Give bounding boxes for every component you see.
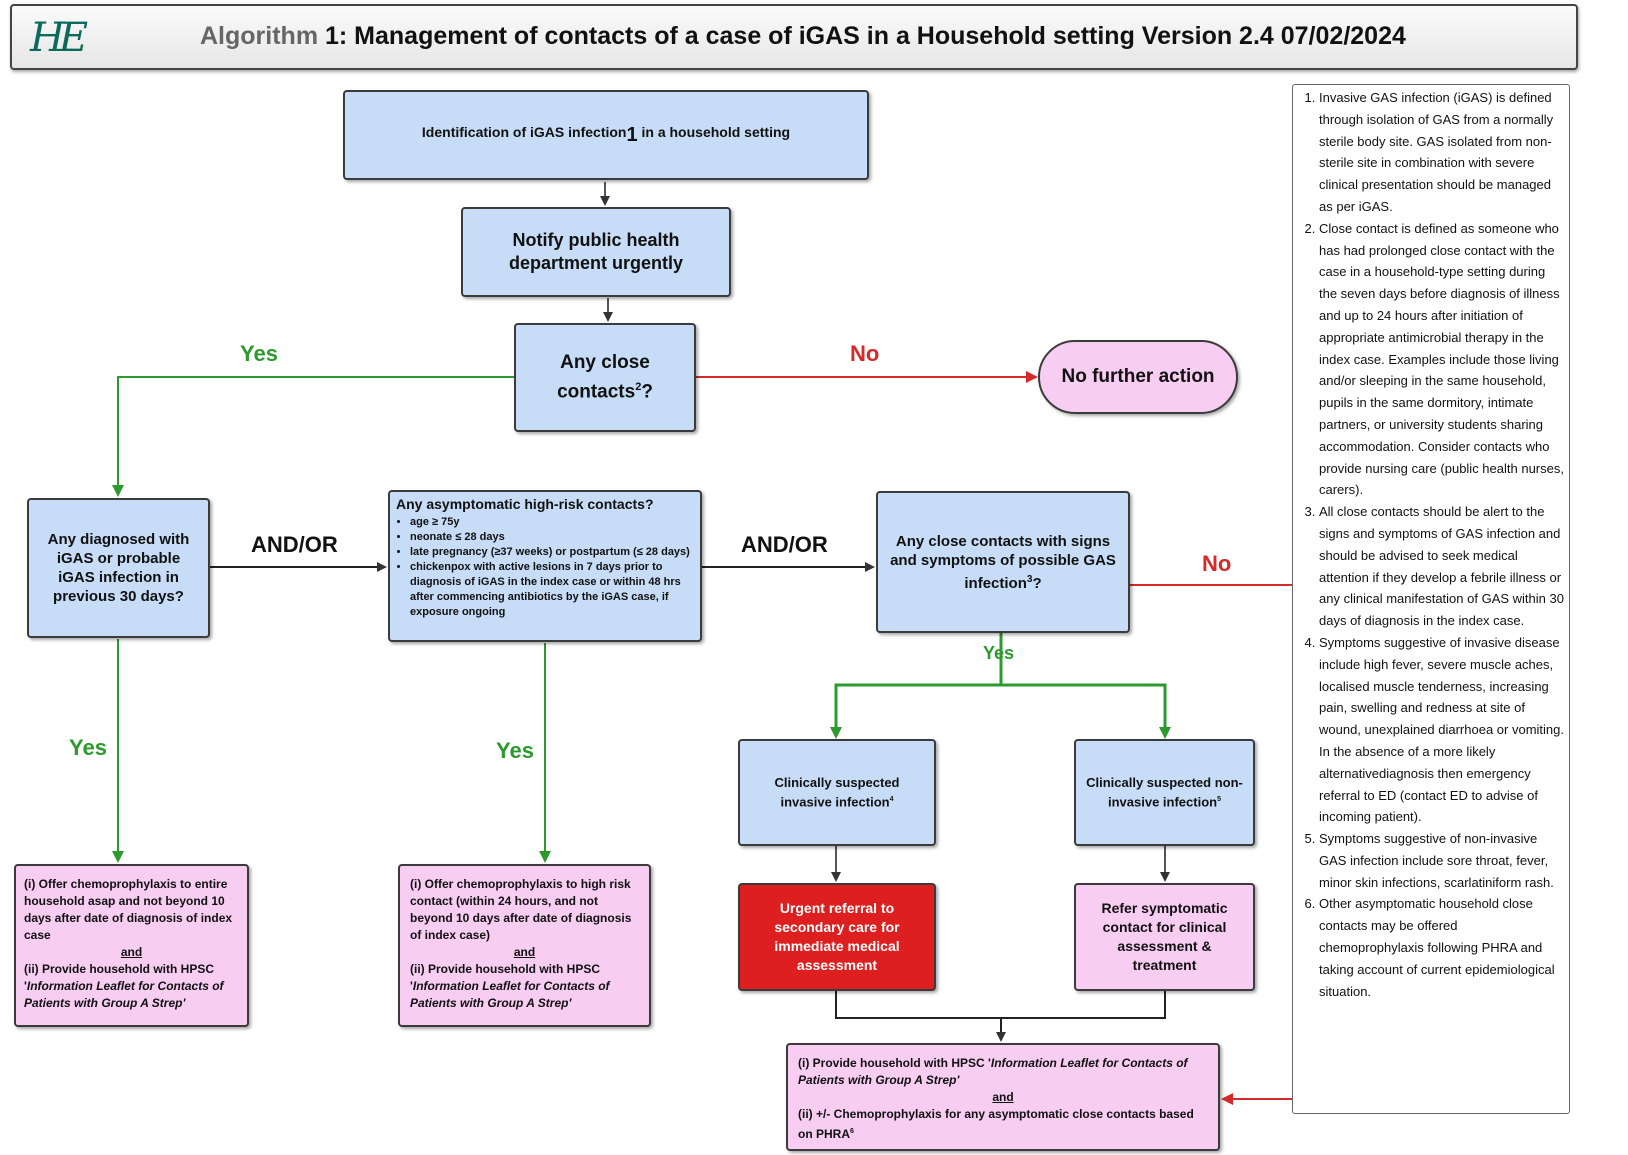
andor-label-right: AND/OR	[741, 532, 828, 557]
hse-logo: HE	[30, 15, 88, 61]
yes-label-top: Yes	[240, 341, 278, 366]
risk-criteria-list: age ≥ 75y neonate ≤ 28 days late pregnan…	[396, 515, 694, 620]
arrow-yes-split	[834, 683, 1167, 708]
identification-box: Identification of iGAS infection1 in a h…	[343, 90, 869, 180]
footnote-item: Symptoms suggestive of non-invasive GAS …	[1319, 828, 1565, 893]
noninvasive-infection-box: Clinically suspected non-invasive infect…	[1074, 739, 1255, 846]
risk-item: age ≥ 75y	[410, 515, 694, 530]
invasive-infection-box: Clinically suspected invasive infection4	[738, 739, 936, 846]
provide-leaflet-box: (i) Provide household with HPSC 'Informa…	[786, 1043, 1220, 1151]
notify-box: Notify public health department urgently	[461, 207, 731, 297]
refer-symptomatic-box: Refer symptomatic contact for clinical a…	[1074, 883, 1255, 991]
offer-high-risk-box: (i) Offer chemoprophylaxis to high risk …	[398, 864, 651, 1027]
risk-item: chickenpox with active lesions in 7 days…	[410, 560, 694, 620]
arrow-yes-left	[112, 376, 514, 497]
footnote-item: Close contact is defined as someone who …	[1319, 218, 1565, 501]
urgent-referral-box: Urgent referral to secondary care for im…	[738, 883, 936, 991]
any-close-contacts-box: Any close contacts2?	[514, 323, 696, 432]
yes-label-signs: Yes	[983, 643, 1015, 663]
risk-item: late pregnancy (≥37 weeks) or postpartum…	[410, 545, 694, 560]
no-further-action-terminal: No further action	[1038, 340, 1238, 414]
arrow-merge-provide	[835, 991, 1166, 1019]
yes-label-diagnosed: Yes	[69, 735, 107, 760]
title-rest: 1: Management of contacts of a case of i…	[318, 22, 1406, 50]
title-prefix: Algorithm	[200, 22, 319, 50]
diagnosed-box: Any diagnosed with iGAS or probable iGAS…	[27, 498, 210, 638]
risk-item: neonate ≤ 28 days	[410, 530, 694, 545]
page-title: Algorithm 1: Management of contacts of a…	[200, 18, 1560, 54]
yes-label-asym: Yes	[496, 738, 534, 763]
no-label-right: No	[1202, 551, 1232, 576]
offer-household-box: (i) Offer chemoprophylaxis to entire hou…	[14, 864, 249, 1027]
footnotes-panel: Invasive GAS infection (iGAS) is defined…	[1292, 84, 1570, 1114]
footnote-item: Invasive GAS infection (iGAS) is defined…	[1319, 87, 1565, 218]
header-bar	[10, 4, 1578, 70]
signs-symptoms-box: Any close contacts with signs and sympto…	[876, 491, 1130, 633]
footnote-item: Symptoms suggestive of invasive disease …	[1319, 632, 1565, 828]
footnote-item: All close contacts should be alert to th…	[1319, 501, 1565, 632]
no-label-top: No	[850, 341, 880, 366]
asymptomatic-box: Any asymptomatic high-risk contacts? age…	[388, 490, 702, 642]
footnote-item: Other asymptomatic household close conta…	[1319, 893, 1565, 1002]
andor-label-left: AND/OR	[251, 532, 338, 557]
